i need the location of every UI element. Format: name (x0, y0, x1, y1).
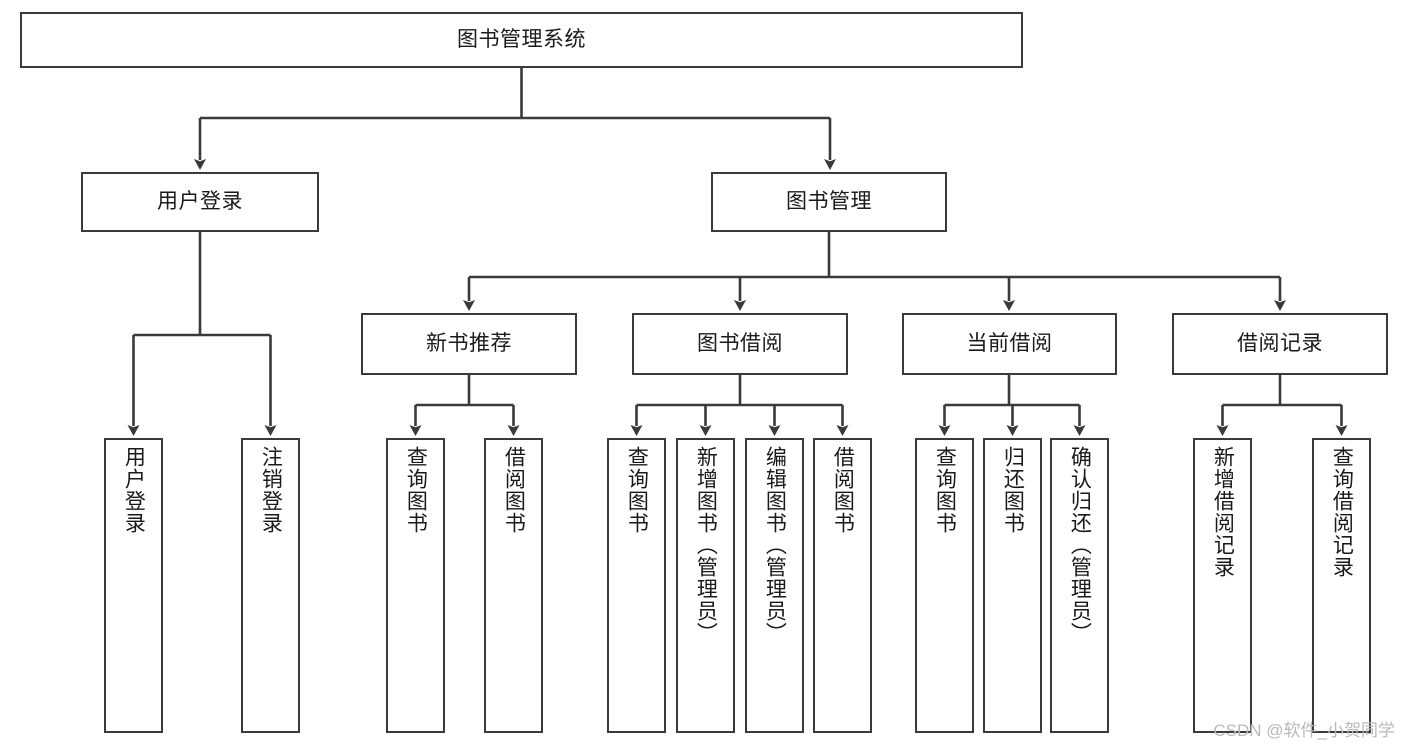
leaf-node-label: 查询图书 (933, 446, 957, 534)
leaf-node-label: 借阅图书 (831, 446, 855, 534)
node-borrow-record[interactable]: 借阅记录 (1172, 313, 1388, 375)
node-new-book-recommend[interactable]: 新书推荐 (361, 313, 577, 375)
node-current-borrow-label: 当前借阅 (966, 332, 1053, 356)
leaf-node-label: 查询图书 (404, 446, 428, 534)
leaf-node[interactable]: 用户登录 (104, 438, 163, 733)
leaf-node[interactable]: 新增借阅记录 (1193, 438, 1252, 733)
leaf-node-label: 查询借阅记录 (1330, 446, 1354, 578)
node-book-borrow-label: 图书借阅 (697, 332, 783, 356)
leaf-node-label: 编辑图书（管理员） (763, 446, 787, 644)
leaf-node[interactable]: 查询图书 (607, 438, 666, 733)
leaf-node-label: 借阅图书 (502, 446, 526, 534)
node-root-label: 图书管理系统 (457, 28, 586, 52)
leaf-node[interactable]: 确认归还（管理员） (1050, 438, 1109, 733)
leaf-node-label: 查询图书 (625, 446, 649, 534)
leaf-node-label: 确认归还（管理员） (1068, 446, 1092, 644)
leaf-node-label: 用户登录 (122, 446, 146, 534)
leaf-node[interactable]: 借阅图书 (484, 438, 543, 733)
watermark-text: CSDN @软件_小贺同学 (1213, 721, 1395, 740)
leaf-node[interactable]: 编辑图书（管理员） (745, 438, 804, 733)
node-book-management[interactable]: 图书管理 (711, 172, 947, 232)
leaf-node[interactable]: 借阅图书 (813, 438, 872, 733)
node-user-login-label: 用户登录 (157, 190, 243, 214)
leaf-node-label: 注销登录 (259, 446, 283, 534)
leaf-node-label: 新增图书（管理员） (694, 446, 718, 644)
leaf-node-label: 归还图书 (1001, 446, 1025, 534)
node-current-borrow[interactable]: 当前借阅 (902, 313, 1117, 375)
node-new-book-recommend-label: 新书推荐 (426, 332, 512, 356)
leaf-node[interactable]: 归还图书 (983, 438, 1042, 733)
leaf-node[interactable]: 注销登录 (241, 438, 300, 733)
node-book-management-label: 图书管理 (786, 190, 872, 214)
leaf-node[interactable]: 新增图书（管理员） (676, 438, 735, 733)
node-borrow-record-label: 借阅记录 (1237, 332, 1323, 356)
leaf-node[interactable]: 查询借阅记录 (1312, 438, 1371, 733)
leaf-node-label: 新增借阅记录 (1211, 446, 1235, 578)
leaf-node[interactable]: 查询图书 (915, 438, 974, 733)
node-user-login[interactable]: 用户登录 (81, 172, 319, 232)
leaf-node[interactable]: 查询图书 (386, 438, 445, 733)
node-root[interactable]: 图书管理系统 (20, 12, 1023, 68)
node-book-borrow[interactable]: 图书借阅 (632, 313, 848, 375)
